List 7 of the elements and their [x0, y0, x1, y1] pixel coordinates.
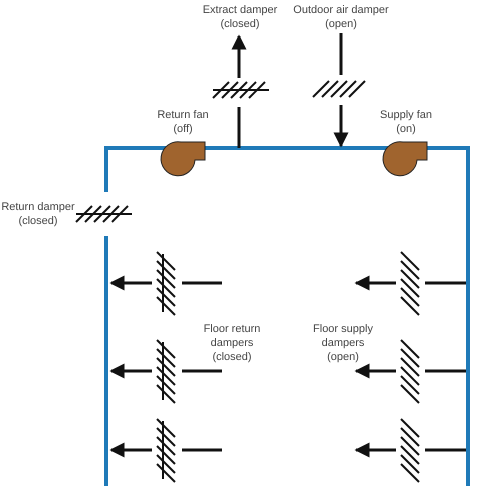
part-label: Return fan (off): [156, 108, 210, 136]
part-label: Supply fan (on): [379, 108, 433, 136]
part-label: Floor return dampers (closed): [202, 322, 262, 364]
part-label: Outdoor air damper (open): [292, 3, 390, 31]
part-label: Return damper (closed): [0, 200, 76, 228]
part-label: Floor supply dampers (open): [312, 322, 374, 364]
part-label: Extract damper (closed): [202, 3, 278, 31]
